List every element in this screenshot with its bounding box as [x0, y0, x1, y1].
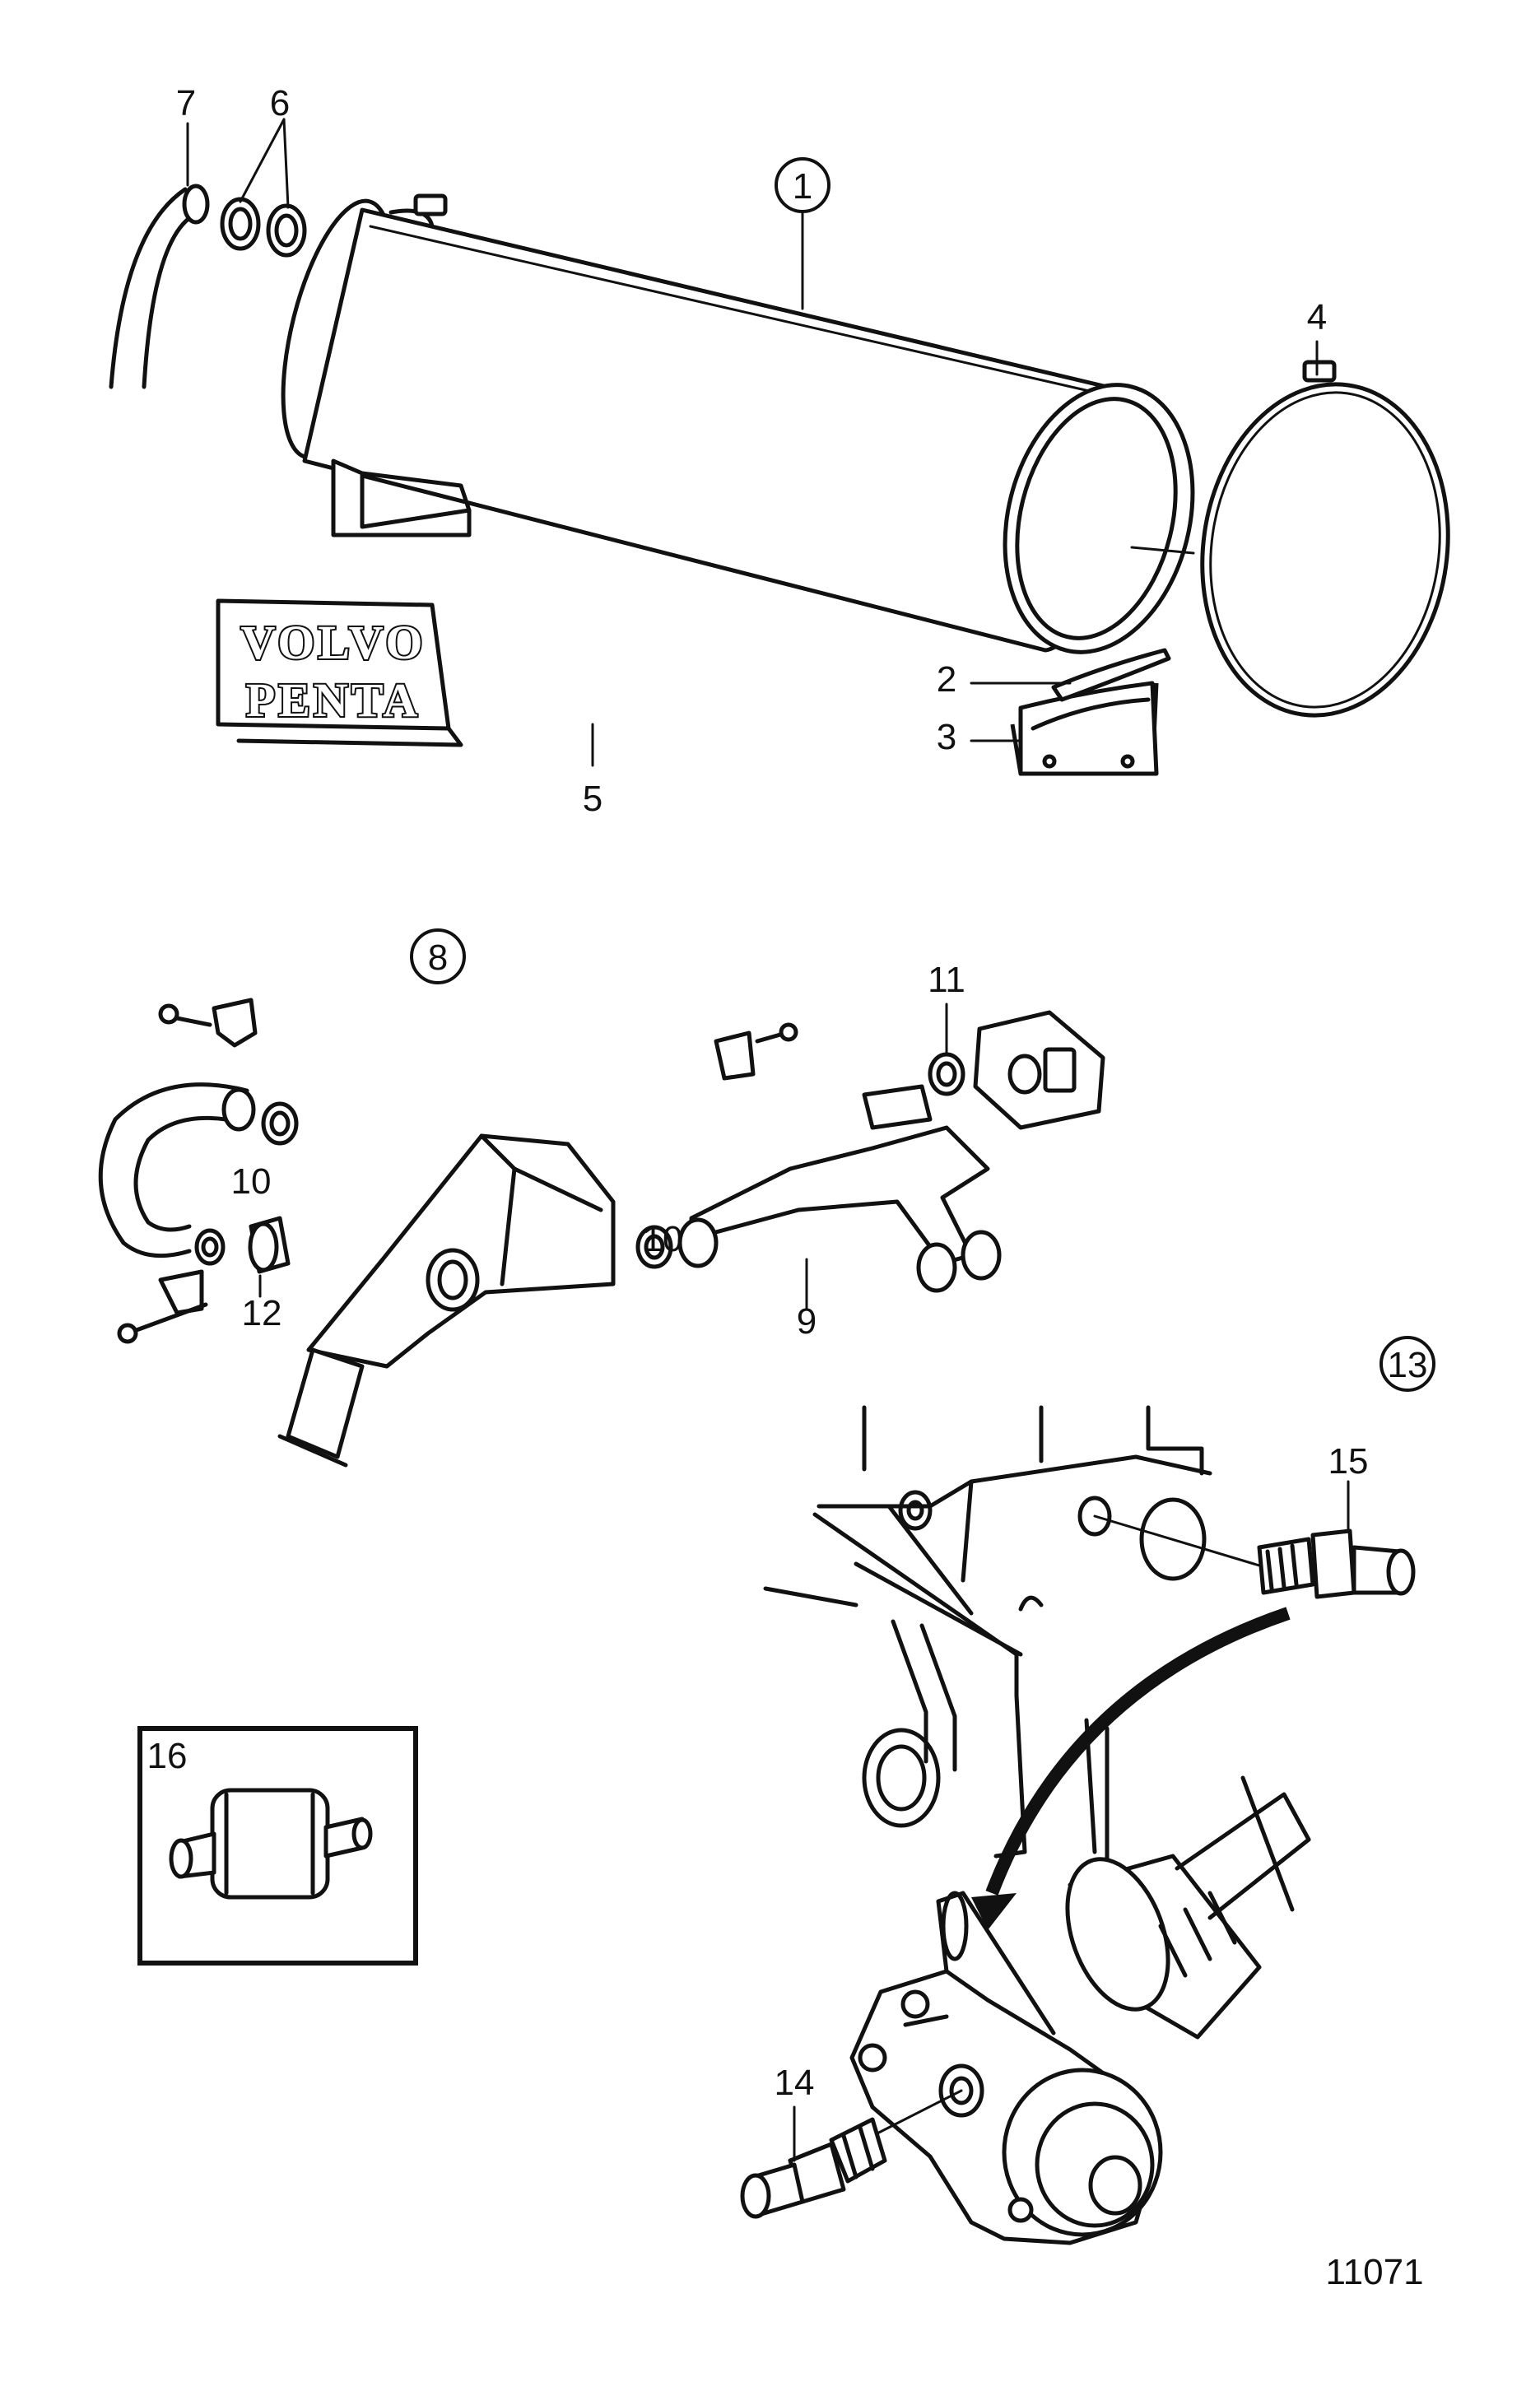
sealing-rings	[194, 1052, 965, 1269]
engine-block	[763, 1405, 1212, 1863]
callout-9: 9	[797, 1301, 817, 1342]
hose-clamps	[220, 197, 307, 258]
callout-14: 14	[775, 2063, 815, 2103]
callout-4: 4	[1307, 297, 1327, 337]
sender-fitting-15	[1093, 1514, 1416, 1599]
rubber-insert	[1051, 648, 1171, 702]
mounting-bracket-rear	[331, 458, 472, 537]
callout-15: 15	[1328, 1441, 1369, 1482]
callout-13: 13	[1388, 1345, 1428, 1385]
callout-3: 3	[937, 717, 956, 757]
callout-1: 1	[793, 166, 812, 207]
callout-10-left: 10	[231, 1161, 272, 1202]
nameplate-line-2: PENTA	[246, 673, 421, 727]
branch-pipe	[677, 1084, 1002, 1293]
inset-box-16	[137, 1726, 418, 1966]
figure-number: 11071	[1325, 2252, 1423, 2292]
silencer-cylinder	[281, 193, 1195, 654]
callout-16: 16	[147, 1736, 188, 1776]
callout-6: 6	[270, 83, 290, 123]
callout-7: 7	[176, 83, 196, 123]
callout-8: 8	[428, 937, 448, 978]
callout-10-right: 10	[643, 1219, 683, 1259]
thermostat-housing	[973, 1010, 1105, 1130]
clamp-ring	[1200, 360, 1450, 718]
callout-11: 11	[928, 960, 965, 1000]
callout-12: 12	[242, 1293, 282, 1333]
oil-filter	[1065, 1775, 1311, 2040]
callout-circles	[410, 157, 1435, 1392]
inlet-hose	[109, 184, 210, 389]
inline-filter	[169, 1788, 373, 1900]
nameplate-line-1: VOLVO	[240, 616, 426, 669]
callout-2: 2	[937, 659, 956, 700]
leader-lines	[186, 118, 1350, 2162]
transfer-arrow	[971, 1607, 1291, 1930]
bypass-hose	[98, 1082, 256, 1258]
sender-fitting-14	[740, 2089, 963, 2219]
mounting-bracket-front	[1010, 681, 1159, 776]
sleeve	[248, 1216, 291, 1274]
oil-pump	[849, 1891, 1163, 2245]
callout-5: 5	[583, 779, 603, 819]
volvo-penta-nameplate: VOLVO PENTA	[216, 598, 463, 747]
exhaust-elbow	[277, 1133, 616, 1468]
hose-brackets	[117, 998, 798, 1344]
